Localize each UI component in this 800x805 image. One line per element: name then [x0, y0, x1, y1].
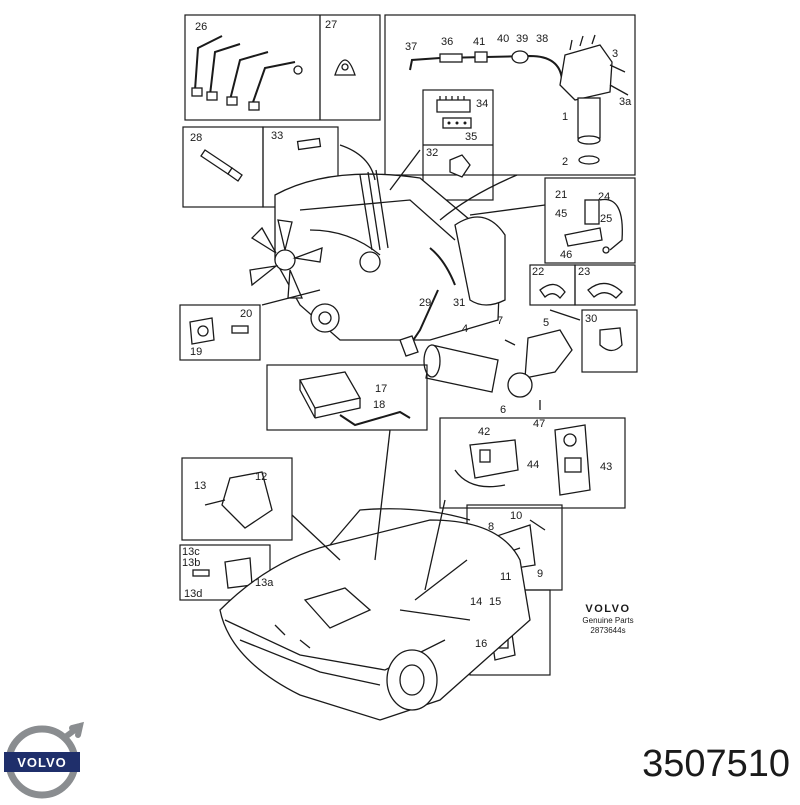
- callout: 13b: [182, 557, 200, 569]
- control-unit-icon: [299, 371, 362, 419]
- genuine-parts-line2: 2873644s: [590, 626, 625, 635]
- callout: 19: [190, 346, 202, 358]
- callout: 13c: [182, 546, 200, 558]
- callout: 9: [537, 568, 543, 580]
- callout: 32: [426, 147, 438, 159]
- callout: 23: [578, 266, 590, 278]
- callout: 36: [441, 36, 453, 48]
- callout: 34: [476, 98, 488, 110]
- genuine-parts-line1: Genuine Parts: [582, 616, 633, 625]
- callout: 44: [527, 459, 539, 471]
- sensor-bracket-icon: [564, 198, 623, 254]
- rotor-cap-box: [422, 89, 494, 201]
- callout: 38: [536, 33, 548, 45]
- genuine-parts-block: VOLVO Genuine Parts 2873644s: [582, 603, 633, 635]
- callout: 5: [543, 317, 549, 329]
- distributor-box: [384, 14, 636, 260]
- callout: 14: [470, 596, 482, 608]
- callout: 30: [585, 313, 597, 325]
- callout: 3a: [619, 96, 632, 108]
- callout: 45: [555, 208, 567, 220]
- callout: 3: [612, 48, 618, 60]
- leader-lines: [261, 144, 581, 621]
- callout: 46: [560, 249, 572, 261]
- callout: 33: [271, 130, 283, 142]
- callout: 1: [562, 111, 568, 123]
- spark-plug-icon: [200, 149, 243, 182]
- rubber-seal-icon: [334, 59, 356, 76]
- callout: 15: [489, 596, 501, 608]
- callout: 42: [478, 426, 490, 438]
- air-flow-box: [181, 457, 293, 541]
- callout: 10: [510, 510, 522, 522]
- callout: 4: [462, 323, 468, 335]
- control-plate-icon: [554, 424, 591, 496]
- ignition-module-icon: [454, 439, 519, 488]
- callout: 18: [373, 399, 385, 411]
- callout: 41: [473, 36, 485, 48]
- callout: 20: [240, 308, 252, 320]
- part-number: 3507510: [642, 743, 790, 785]
- callout: 28: [190, 132, 202, 144]
- callout: 26: [195, 21, 207, 33]
- callout: 40: [497, 33, 509, 45]
- callout: 12: [255, 471, 267, 483]
- callout-labels: 26 27 37 36 41 40 39 38 3 3a 1 2 34 35 3…: [182, 19, 632, 650]
- ignition-coil-illustration: [399, 289, 573, 410]
- callout: 21: [555, 189, 567, 201]
- label-strip-icon: [296, 137, 322, 151]
- callout: 2: [562, 156, 568, 168]
- control-unit-box: [266, 364, 428, 431]
- callout: 27: [325, 19, 337, 31]
- callout: 6: [500, 404, 506, 416]
- callout: 39: [516, 33, 528, 45]
- callout: 25: [600, 213, 612, 225]
- callout: 22: [532, 266, 544, 278]
- callout: 16: [475, 638, 487, 650]
- callout: 8: [488, 521, 494, 533]
- engine-illustration: [249, 169, 506, 341]
- rotor-icon: [449, 154, 471, 178]
- callout: 47: [533, 418, 545, 430]
- genuine-parts-brand: VOLVO: [585, 603, 630, 615]
- contact-strip-icon: [436, 96, 472, 129]
- logo-wordmark: VOLVO: [17, 755, 67, 770]
- vacuum-hose-icon: [409, 50, 563, 81]
- callout: 37: [405, 41, 417, 53]
- callout: 13: [194, 480, 206, 492]
- callout: 43: [600, 461, 612, 473]
- fan-icon: [249, 219, 323, 299]
- callout: 11: [500, 571, 511, 583]
- distributor-icon: [559, 34, 629, 165]
- callout: 29: [419, 297, 431, 309]
- knock-sensor-box: [179, 304, 261, 361]
- callout: 24: [598, 191, 610, 203]
- callout: 7: [497, 315, 503, 327]
- spark-plug-box: [182, 126, 339, 208]
- clamp-boxes: [529, 264, 636, 306]
- callout: 35: [465, 131, 477, 143]
- callout: 13d: [184, 588, 202, 600]
- volvo-iron-mark-icon: VOLVO: [4, 721, 84, 799]
- ignition-module-box: [439, 417, 626, 509]
- ignition-lead-set-icon: [191, 35, 303, 111]
- ignition-leads-box: [184, 14, 381, 121]
- bracket-box: [581, 309, 638, 373]
- callout: 31: [453, 297, 465, 309]
- callout: 17: [375, 383, 387, 395]
- callout: 13a: [255, 577, 274, 589]
- car-illustration: [219, 508, 531, 721]
- sensor-box: [544, 177, 636, 264]
